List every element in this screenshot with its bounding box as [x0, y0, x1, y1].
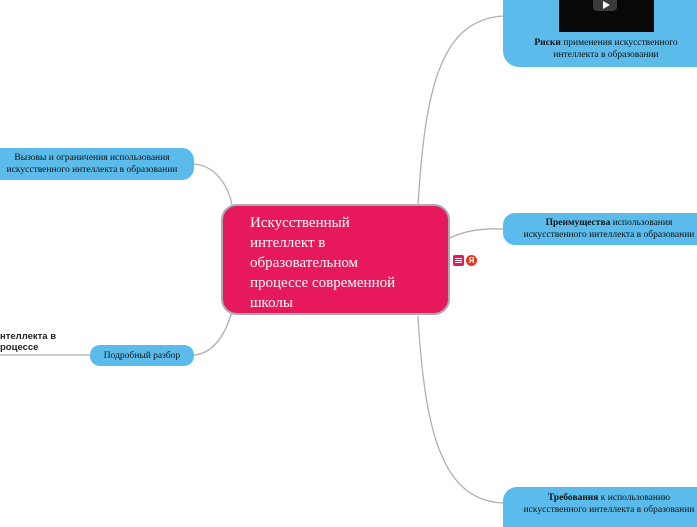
yandex-icon[interactable]: Я [466, 255, 477, 266]
central-topic[interactable]: Искусственный интеллект в образовательно… [221, 204, 450, 315]
challenges-line2: искусственного интеллекта в образовании [6, 165, 178, 175]
node-detailed[interactable]: Подробный разбор [90, 345, 194, 366]
node-challenges[interactable]: Вызовы и ограничения использования искус… [0, 148, 194, 180]
advantages-label: Преимущества использования искусственног… [523, 218, 695, 240]
connector-requirements [417, 315, 504, 504]
detailed-subtopic-text: нтеллекта в роцессе [0, 331, 57, 353]
node-advantages[interactable]: Преимущества использования искусственног… [503, 213, 697, 245]
connector-advantages [449, 228, 504, 239]
requirements-label: Требования к использованию искусственног… [523, 493, 695, 515]
video-thumbnail[interactable] [559, 0, 654, 32]
challenges-line1: Вызовы и ограничения использования [14, 153, 170, 163]
play-icon[interactable] [593, 0, 617, 11]
node-risks[interactable]: Риски применения искусственного интеллек… [503, 0, 697, 67]
central-topic-title: Искусственный интеллект в образовательно… [250, 215, 396, 311]
detailed-label: Подробный разбор [103, 350, 181, 361]
connector-challenges [192, 163, 233, 206]
risks-label: Риски применения искусственного интеллек… [534, 38, 678, 60]
connector-detailed [192, 311, 233, 356]
node-requirements[interactable]: Требования к использованию искусственног… [503, 487, 697, 527]
note-icon[interactable] [453, 255, 464, 266]
connector-risks [417, 15, 504, 206]
